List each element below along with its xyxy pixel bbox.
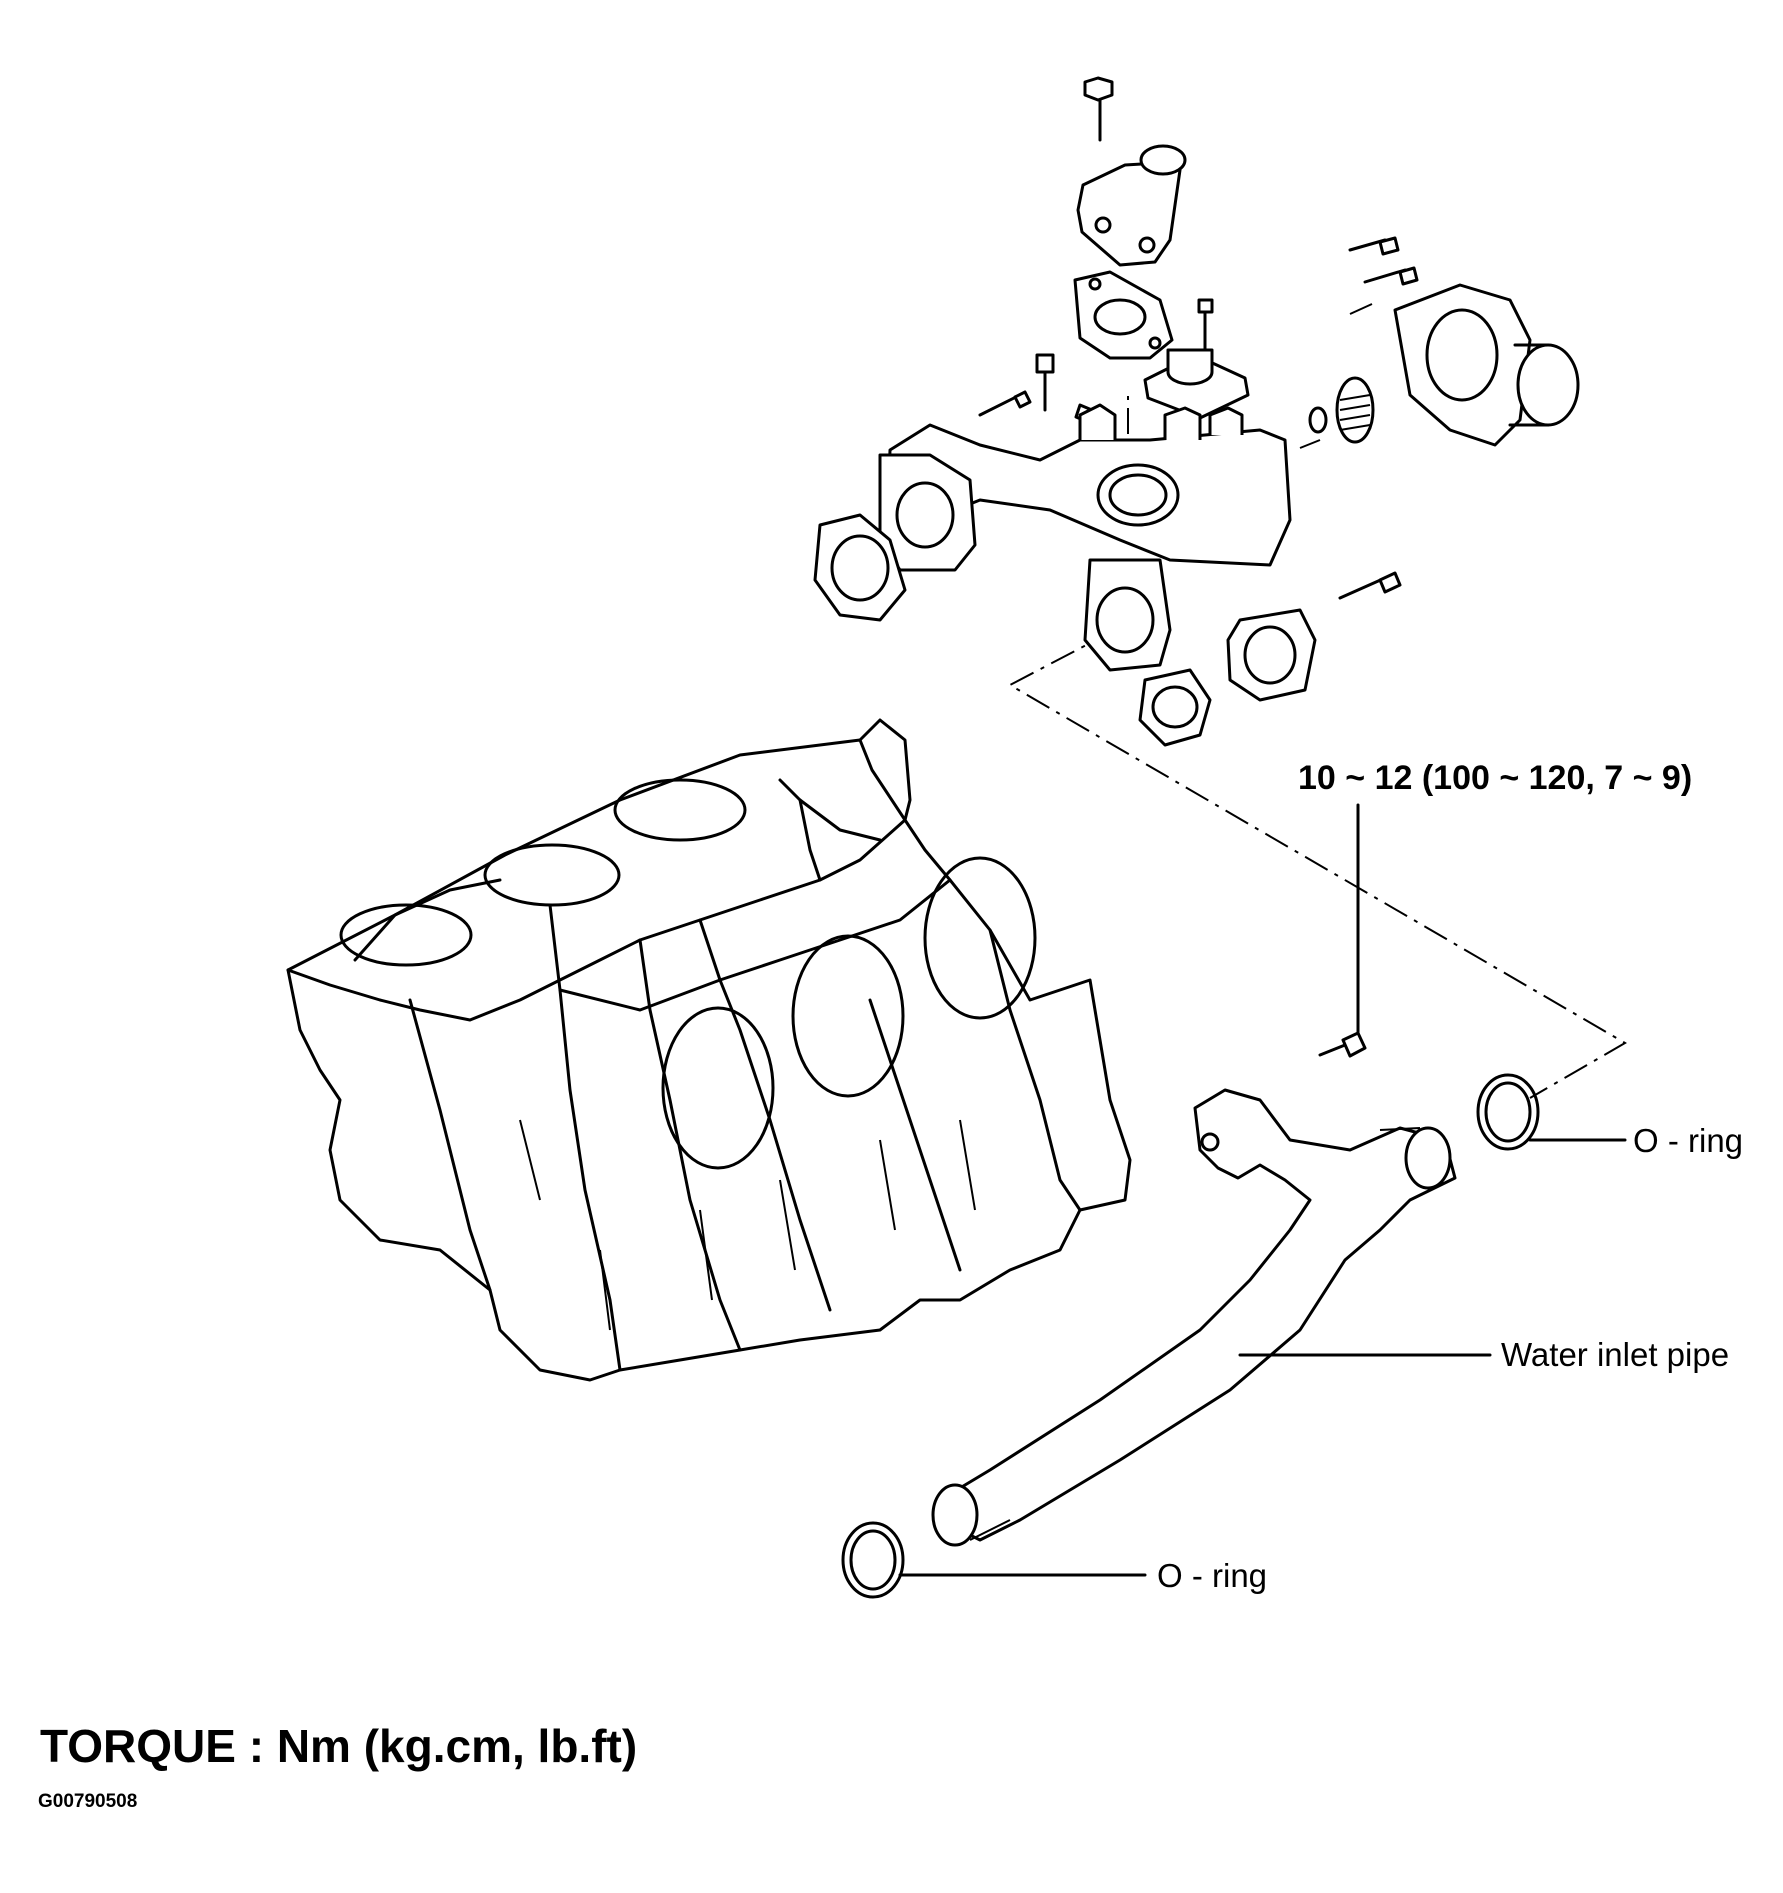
o-ring-lower — [841, 1521, 905, 1599]
label-leaders — [898, 1138, 1627, 1577]
o-ring-lower-label: O - ring — [1157, 1557, 1268, 1594]
thermostat — [1308, 376, 1375, 444]
gaskets — [813, 513, 1212, 747]
o-ring-upper — [1476, 1073, 1540, 1151]
sensor-housing — [1143, 348, 1250, 420]
o-ring-upper-label: O - ring — [1633, 1122, 1744, 1159]
outlet-gasket — [1073, 270, 1174, 360]
torque-units-heading: TORQUE : Nm (kg.cm, lb.ft) — [40, 1720, 638, 1772]
water-outlet-fitting — [1076, 144, 1187, 267]
figure-code: G00790508 — [38, 1791, 138, 1812]
water-inlet-pipe — [931, 1088, 1457, 1547]
coolant-manifold — [878, 403, 1317, 702]
water-inlet-pipe-label: Water inlet pipe — [1501, 1336, 1730, 1373]
bolts — [978, 76, 1419, 600]
torque-leader — [1318, 803, 1367, 1058]
engine-block — [286, 718, 1132, 1382]
thermostat-housing — [1393, 283, 1580, 447]
torque-spec-label: 10 ~ 12 (100 ~ 120, 7 ~ 9) — [1298, 759, 1693, 797]
